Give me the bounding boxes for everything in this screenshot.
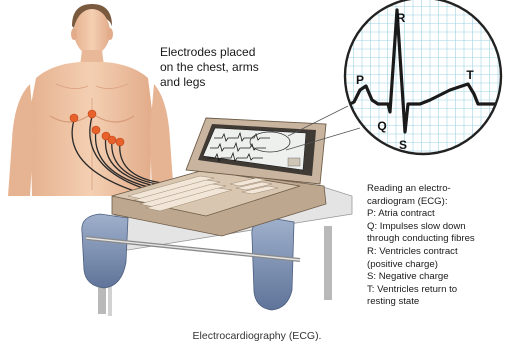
electrode-label-line: on the chest, arms bbox=[160, 60, 300, 75]
wave-label-p: P bbox=[356, 73, 364, 87]
legend-line: P: Atria contract bbox=[367, 208, 514, 221]
legend-line: Reading an electro- bbox=[367, 183, 514, 196]
legend-line: cardiogram (ECG): bbox=[367, 196, 514, 209]
legend-line: through conducting fibres bbox=[367, 233, 514, 246]
wave-label-s: S bbox=[399, 138, 407, 152]
legend-line: Q: Impulses slow down bbox=[367, 221, 514, 234]
legend-line: R: Ventricles contract bbox=[367, 246, 514, 259]
electrode-label-line: and legs bbox=[160, 75, 300, 90]
legend-line: resting state bbox=[367, 296, 514, 309]
wave-label-q: Q bbox=[377, 119, 386, 133]
legend-line: (positive charge) bbox=[367, 259, 514, 272]
electrode bbox=[116, 138, 124, 146]
ecg-legend: Reading an electro- cardiogram (ECG): P:… bbox=[367, 183, 514, 309]
wave-label-t: T bbox=[466, 68, 474, 82]
electrode bbox=[92, 126, 100, 134]
legend-line: T: Ventricles return to bbox=[367, 284, 514, 297]
legend-line: S: Negative charge bbox=[367, 271, 514, 284]
electrode bbox=[108, 136, 116, 144]
electrode-placement-label: Electrodes placed on the chest, arms and… bbox=[160, 45, 300, 90]
patient-figure bbox=[8, 4, 174, 196]
electrode bbox=[70, 114, 78, 122]
electrode-label-line: Electrodes placed bbox=[160, 45, 300, 60]
wave-label-r: R bbox=[397, 11, 406, 25]
ecg-magnifier: P R Q S T bbox=[338, 0, 501, 154]
figure-caption: Electrocardiography (ECG). bbox=[0, 330, 514, 342]
electrode bbox=[88, 110, 96, 118]
